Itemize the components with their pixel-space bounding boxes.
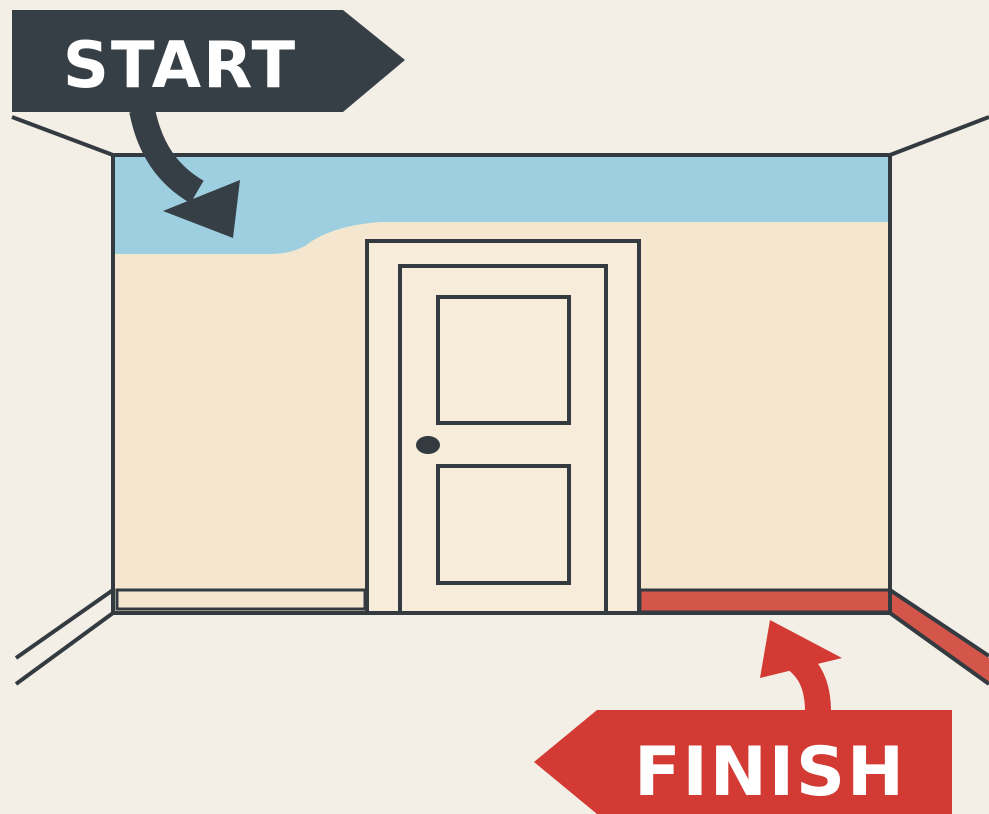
baseboard-left bbox=[117, 590, 365, 609]
finish-label: FINISH bbox=[634, 733, 906, 812]
baseboard-right bbox=[640, 590, 890, 612]
door-knob-icon bbox=[416, 436, 440, 454]
start-label: START bbox=[63, 29, 297, 103]
